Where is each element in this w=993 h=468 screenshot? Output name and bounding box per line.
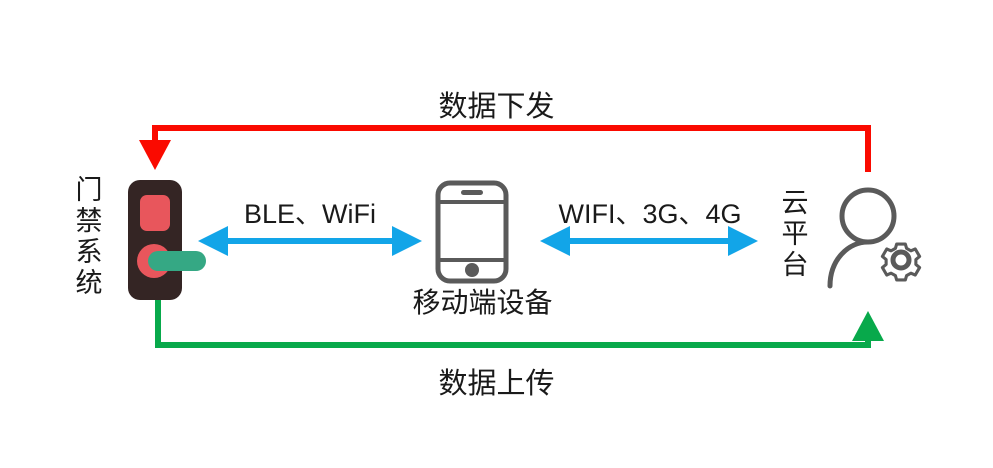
node-label-mobile-device-text: 移动端设备 (412, 288, 553, 319)
node-label-cloud-platform: 云 平 台 (781, 188, 809, 280)
smartphone-icon (424, 180, 520, 284)
door-lock-icon (126, 178, 210, 302)
gear-icon (880, 242, 922, 282)
link-label-phone-cloud: WIFI、3G、4G (558, 199, 742, 229)
flow-label-uplink: 数据上传 (438, 368, 555, 400)
downlink-flow-arrow (139, 125, 871, 172)
link-label-lock-phone: BLE、WiFi (243, 199, 376, 229)
node-label-mobile-device: 移动端设备 (0, 281, 993, 321)
node-label-access-control-system: 门 禁 系 统 (75, 175, 103, 298)
link-arrow-lock-phone (198, 226, 422, 256)
link-arrow-phone-cloud (540, 226, 758, 256)
uplink-flow-arrow (155, 300, 884, 348)
user-gear-icon (818, 186, 934, 292)
flow-label-downlink: 数据下发 (438, 91, 555, 123)
